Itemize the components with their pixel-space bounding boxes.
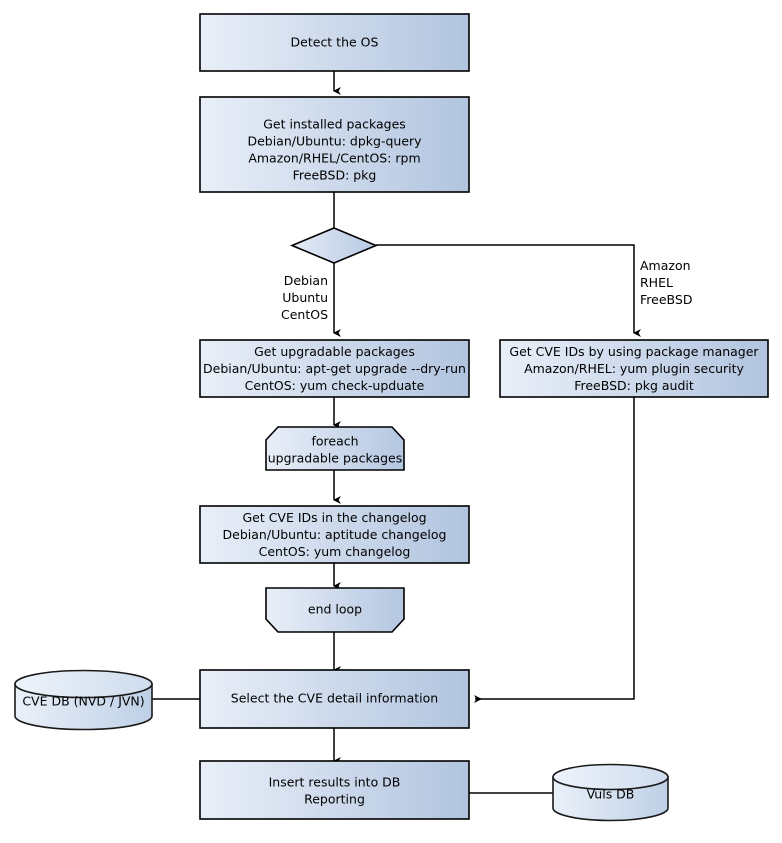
select-cve-detail-box[interactable]	[199, 669, 470, 729]
branch-label-left-line-3: CentOS	[281, 307, 328, 322]
node-get-cve-ids-package-manager[interactable]: Get CVE IDs by using package manager Ama…	[499, 339, 769, 398]
get-upgradable-packages-line-3: CentOS: yum check-upduate	[245, 378, 425, 393]
branch-label-right: Amazon RHEL FreeBSD	[640, 258, 692, 307]
get-installed-packages-line-3: Amazon/RHEL/CentOS: rpm	[248, 151, 420, 166]
insert-results-line-1: Insert results into DB	[269, 775, 401, 790]
get-installed-packages-line-2: Debian/Ubuntu: dpkg-query	[247, 134, 422, 149]
branch-label-right-line-3: FreeBSD	[640, 292, 692, 307]
node-get-upgradable-packages[interactable]: Get upgradable packages Debian/Ubuntu: a…	[199, 339, 470, 398]
get-upgradable-packages-line-2: Debian/Ubuntu: apt-get upgrade --dry-run	[203, 361, 466, 376]
select-cve-detail-label: Select the CVE detail information	[231, 691, 438, 706]
branch-label-left-line-2: Ubuntu	[282, 290, 328, 305]
edges-layer	[152, 71, 641, 794]
vuls-db-cylinder-top	[552, 763, 669, 791]
get-cve-ids-changelog-line-2: Debian/Ubuntu: aptitude changelog	[223, 527, 447, 542]
node-get-installed-packages[interactable]: Get installed packages Debian/Ubuntu: dp…	[199, 96, 470, 193]
branch-label-left-line-1: Debian	[284, 273, 328, 288]
cve-db-label: CVE DB (NVD / JVN)	[22, 694, 144, 709]
node-select-cve-detail[interactable]: Select the CVE detail information	[199, 669, 470, 729]
foreach-loop-start-line-2: upgradable packages	[268, 451, 403, 466]
node-cve-db[interactable]: CVE DB (NVD / JVN)	[14, 669, 153, 731]
get-installed-packages-line-1: Get installed packages	[263, 117, 406, 132]
get-cve-ids-package-manager-line-3: FreeBSD: pkg audit	[574, 378, 694, 393]
foreach-loop-start-shape[interactable]	[265, 426, 405, 471]
cve-db-cylinder-top	[14, 669, 153, 699]
end-loop-label: end loop	[308, 602, 362, 617]
branch-label-right-line-2: RHEL	[640, 275, 673, 290]
node-insert-results[interactable]: Insert results into DB Reporting	[199, 760, 470, 820]
detect-os-box[interactable]	[199, 13, 470, 72]
get-upgradable-packages-line-1: Get upgradable packages	[254, 344, 415, 359]
insert-results-box[interactable]	[199, 760, 470, 820]
edge-getcvepkgmgr-to-selectcve	[474, 397, 635, 703]
end-loop-shape[interactable]	[265, 587, 405, 633]
node-foreach-loop-start[interactable]: foreach upgradable packages	[265, 426, 405, 471]
branch-label-left: Debian Ubuntu CentOS	[281, 273, 328, 322]
detect-os-label: Detect the OS	[291, 35, 379, 50]
get-cve-ids-changelog-line-3: CentOS: yum changelog	[259, 544, 411, 559]
edge-decision-right-branch	[376, 244, 641, 337]
node-os-decision[interactable]	[289, 227, 379, 264]
node-end-loop[interactable]: end loop	[265, 587, 405, 633]
node-detect-os[interactable]: Detect the OS	[199, 13, 470, 72]
vuls-db-label: Vuls DB	[587, 787, 635, 802]
get-cve-ids-package-manager-line-1: Get CVE IDs by using package manager	[509, 344, 759, 359]
get-cve-ids-changelog-line-1: Get CVE IDs in the changelog	[242, 510, 426, 525]
get-cve-ids-changelog-box[interactable]	[199, 505, 470, 564]
os-decision-diamond[interactable]	[289, 227, 379, 264]
get-cve-ids-package-manager-line-2: Amazon/RHEL: yum plugin security	[524, 361, 744, 376]
node-vuls-db[interactable]: Vuls DB	[552, 763, 669, 822]
get-cve-ids-package-manager-box[interactable]	[499, 339, 769, 398]
branch-label-right-line-1: Amazon	[640, 258, 691, 273]
foreach-loop-start-line-1: foreach	[311, 434, 358, 449]
get-installed-packages-line-4: FreeBSD: pkg	[293, 168, 377, 183]
get-installed-packages-box[interactable]	[199, 96, 470, 193]
insert-results-line-2: Reporting	[304, 792, 365, 807]
get-upgradable-packages-box[interactable]	[199, 339, 470, 398]
node-get-cve-ids-changelog[interactable]: Get CVE IDs in the changelog Debian/Ubun…	[199, 505, 470, 564]
